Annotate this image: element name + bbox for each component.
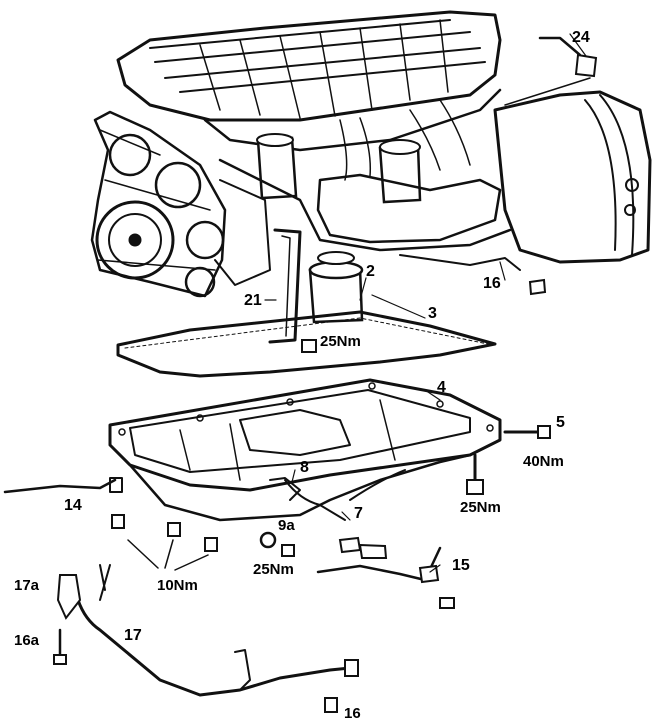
label-torque-40nm: 40Nm	[523, 453, 564, 470]
label-3: 3	[428, 305, 437, 322]
label-17: 17	[124, 627, 142, 644]
oil-pan-gasket	[116, 310, 497, 378]
label-4: 4	[437, 379, 446, 396]
oil-level-sensor	[284, 469, 406, 559]
label-7: 7	[354, 505, 363, 522]
label-5: 5	[556, 414, 565, 431]
callout-labels: 24 2 21 25Nm 3 16 4 5 40Nm 8 25Nm 14 7 9…	[14, 29, 590, 722]
label-torque-25nm-lower: 25Nm	[253, 561, 294, 578]
label-15: 15	[452, 557, 470, 574]
label-16-upper: 16	[483, 275, 501, 292]
label-24: 24	[572, 29, 590, 46]
label-torque-25nm-upper: 25Nm	[320, 333, 361, 350]
label-14: 14	[64, 497, 82, 514]
leader-lines	[264, 33, 587, 573]
label-16a: 16a	[14, 632, 40, 649]
label-2: 2	[366, 263, 375, 280]
bolts	[111, 339, 551, 713]
oil-pan	[108, 378, 502, 522]
engine-assembly	[90, 10, 652, 344]
label-9a: 9a	[278, 517, 295, 534]
label-8: 8	[300, 459, 309, 476]
label-21: 21	[244, 292, 262, 309]
label-16-lower: 16	[344, 705, 361, 722]
label-torque-10nm: 10Nm	[157, 577, 198, 594]
label-17a: 17a	[14, 577, 40, 594]
label-torque-25nm-right: 25Nm	[460, 499, 501, 516]
